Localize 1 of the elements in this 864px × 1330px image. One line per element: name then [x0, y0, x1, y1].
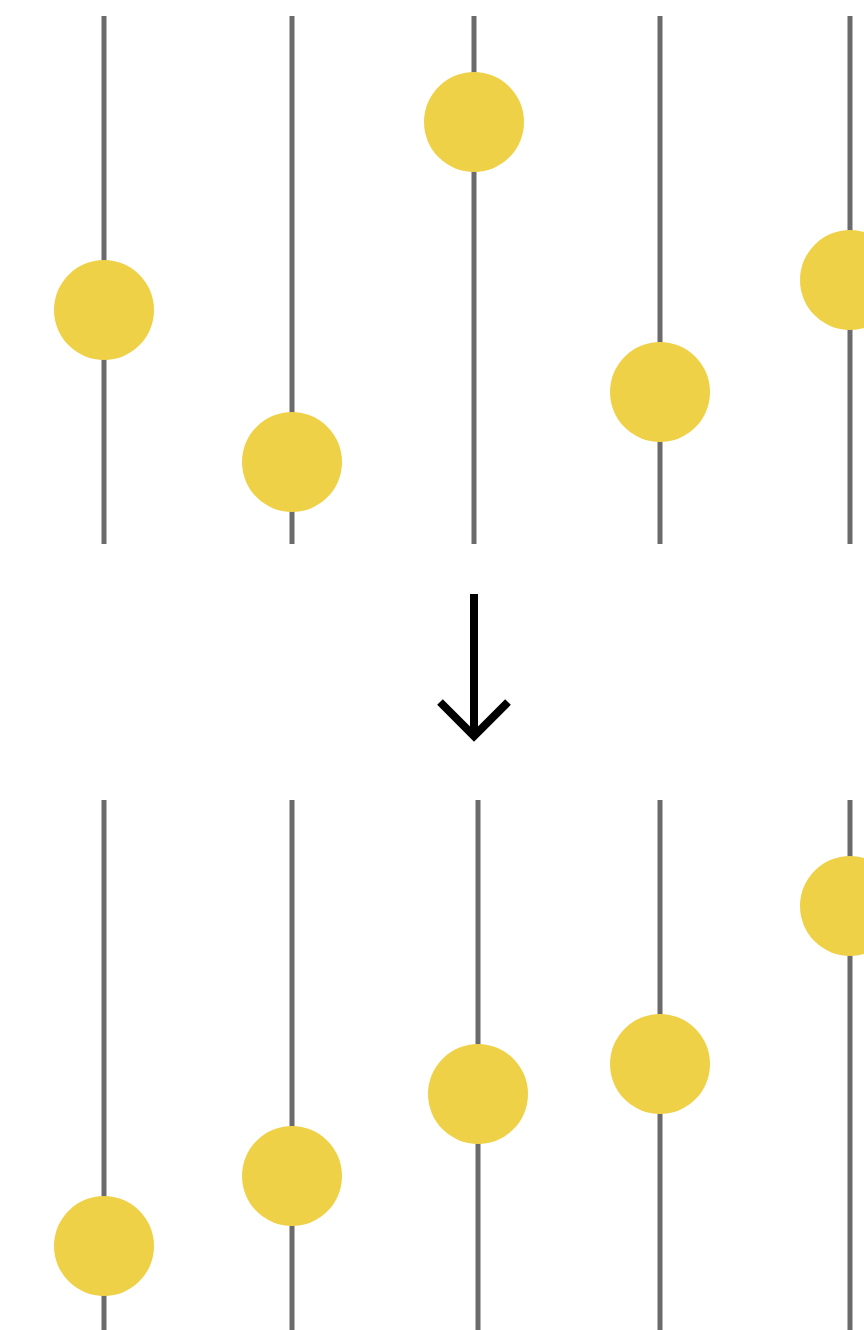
arrow [436, 594, 512, 740]
